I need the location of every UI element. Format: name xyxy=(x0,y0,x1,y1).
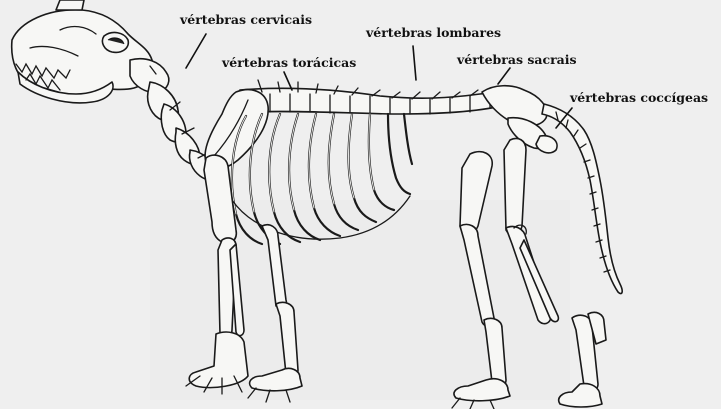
label-thoracic-vertebrae: vértebras torácicas xyxy=(222,57,356,70)
label-lumbar-vertebrae: vértebras lombares xyxy=(366,27,501,40)
label-sacral-vertebrae: vértebras sacrais xyxy=(457,54,577,67)
label-coccygeal-vertebrae: vértebras coccígeas xyxy=(570,92,708,105)
label-cervical-vertebrae: vértebras cervicais xyxy=(180,14,312,27)
